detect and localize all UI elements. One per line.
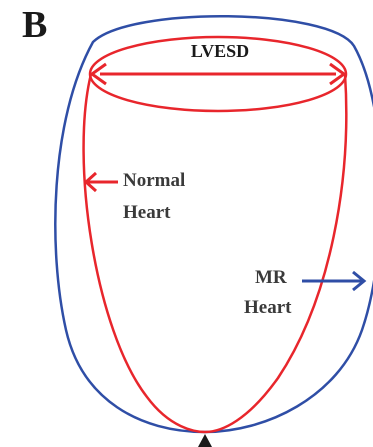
mr-heart-label-line2: Heart: [244, 296, 291, 320]
normal-heart-label-line2: Heart: [123, 201, 170, 225]
lvesd-label: LVESD: [0, 39, 373, 63]
normal-heart-label-line1: Normal: [123, 169, 185, 193]
normal-heart-outline: [84, 74, 347, 432]
apex-marker-icon: [198, 434, 212, 447]
mr-heart-outline: [55, 16, 373, 432]
mr-heart-label-line1: MR: [255, 266, 287, 290]
